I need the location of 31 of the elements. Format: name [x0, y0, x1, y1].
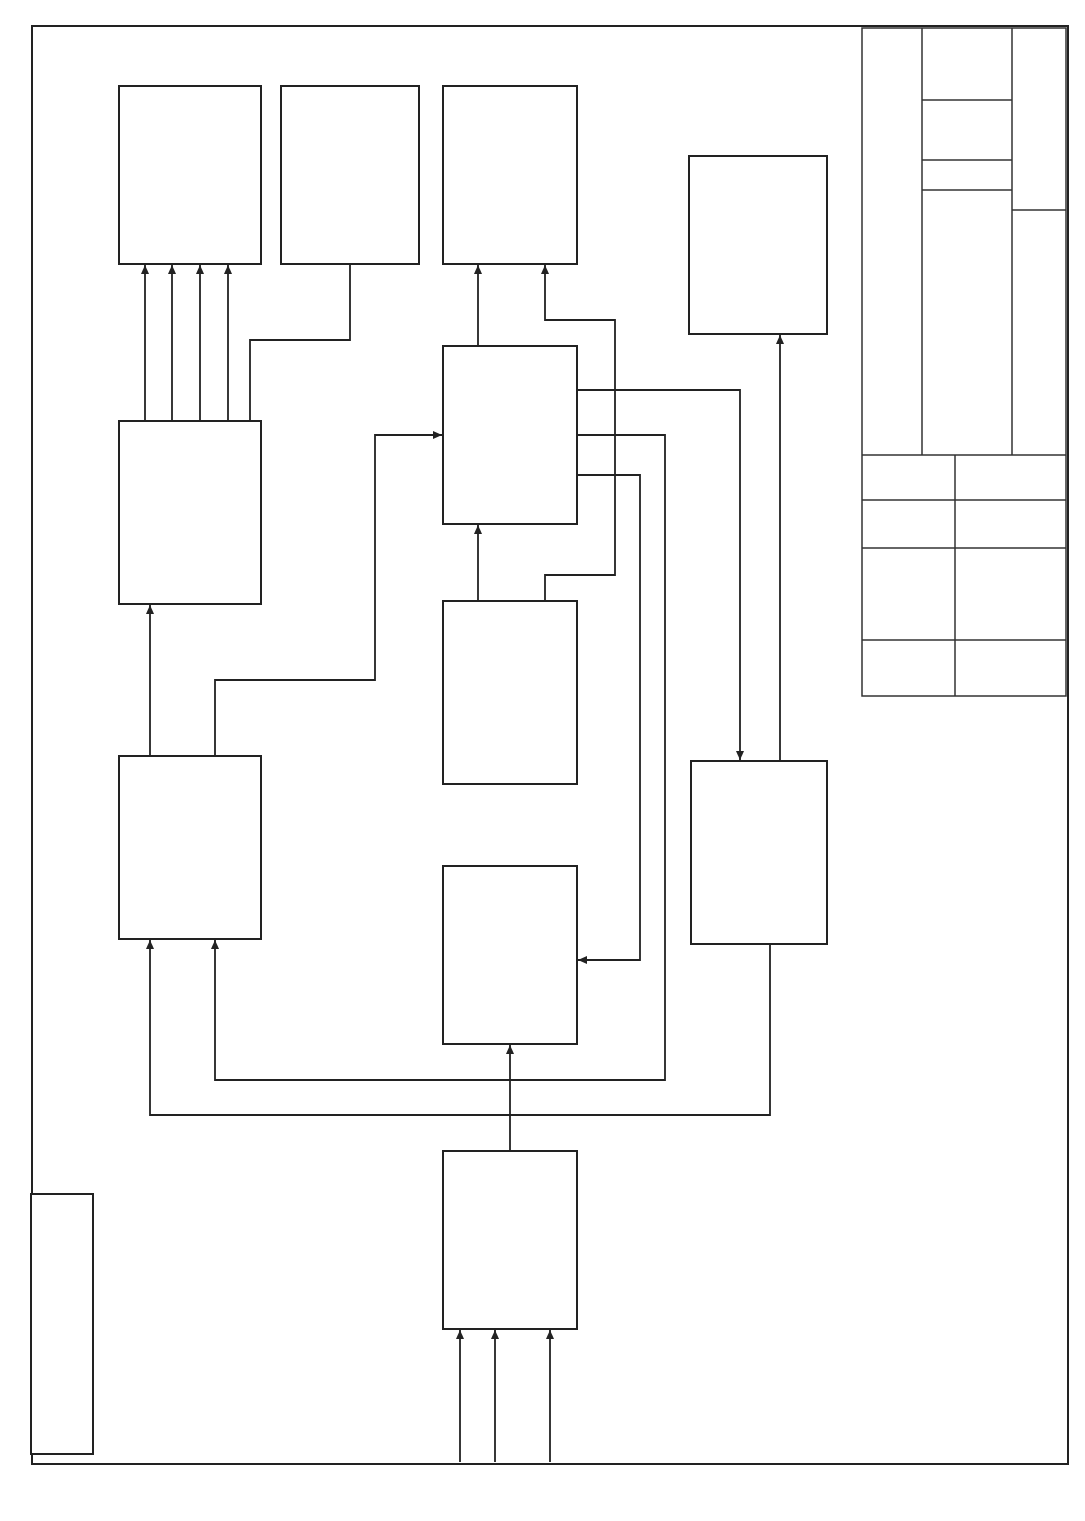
- block-box: [118, 755, 262, 940]
- block-box: [690, 760, 828, 945]
- arrow: [474, 524, 482, 601]
- block-box: [442, 1150, 578, 1330]
- block-box: [442, 600, 578, 785]
- block-box: [442, 345, 578, 525]
- block-box: [118, 420, 262, 605]
- arrow: [146, 604, 154, 756]
- arrow: [577, 474, 641, 964]
- arrow: [214, 431, 443, 756]
- arrow: [456, 1329, 464, 1463]
- arrow: [196, 264, 204, 421]
- block-box: [118, 85, 262, 265]
- arrow: [211, 434, 666, 1081]
- block-box: [442, 865, 578, 1045]
- arrow: [224, 264, 232, 421]
- arrow: [776, 334, 784, 761]
- arrow: [474, 264, 482, 346]
- arrow: [546, 1329, 554, 1463]
- block-box: [688, 155, 828, 335]
- arrow: [146, 939, 771, 1116]
- arrow: [506, 1044, 514, 1151]
- block-box: [442, 85, 578, 265]
- connector-line: [249, 264, 351, 421]
- arrow: [141, 264, 149, 421]
- block-box: [280, 85, 420, 265]
- arrow: [541, 264, 616, 601]
- arrow: [168, 264, 176, 421]
- arrow: [577, 389, 744, 761]
- block-box: [30, 1193, 94, 1455]
- arrow: [491, 1329, 499, 1463]
